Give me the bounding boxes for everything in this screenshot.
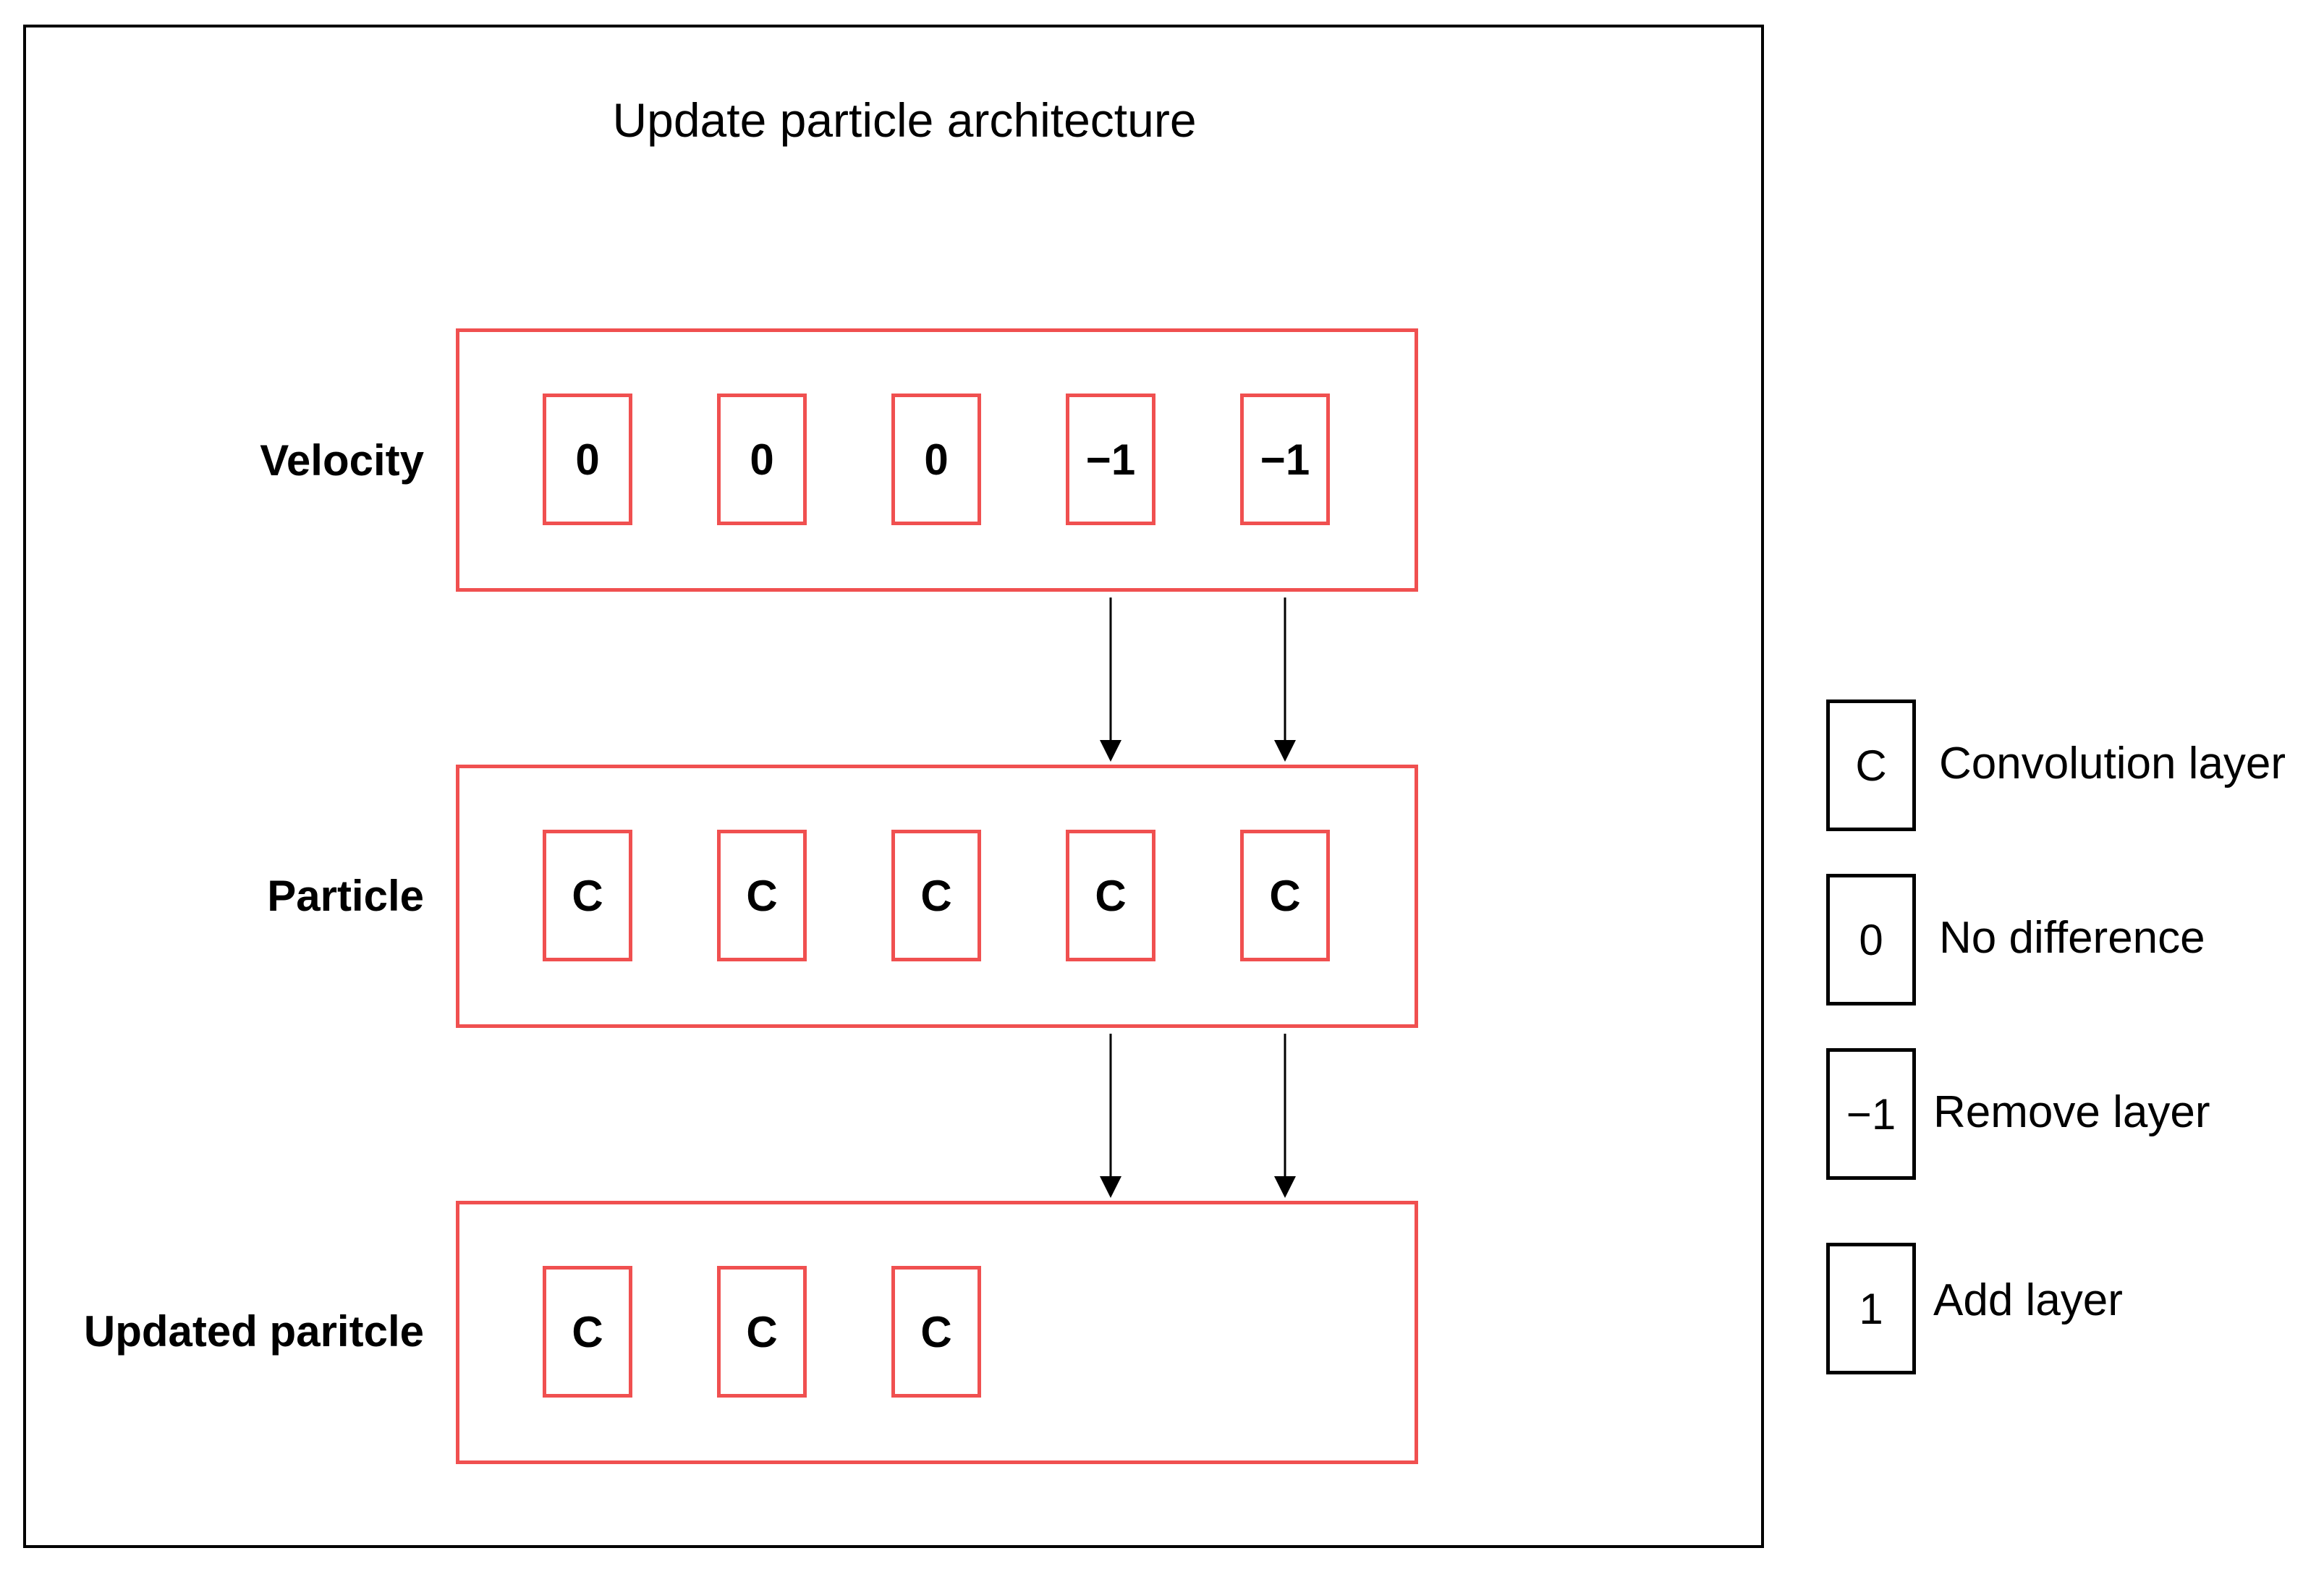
updated-particle-group: [456, 1201, 1418, 1464]
legend-symbol-remove-layer: −1: [1826, 1048, 1916, 1180]
particle-cell: C: [1066, 830, 1155, 961]
velocity-cell: 0: [543, 394, 632, 525]
updated-particle-cell: C: [891, 1266, 981, 1398]
particle-cell: C: [1240, 830, 1330, 961]
legend-symbol-convolution: C: [1826, 700, 1916, 831]
particle-cell: C: [891, 830, 981, 961]
updated-particle-cell: C: [717, 1266, 807, 1398]
diagram-frame: [23, 25, 1764, 1548]
legend-symbol-add-layer: 1: [1826, 1243, 1916, 1374]
legend-text-convolution: Convolution layer: [1939, 739, 2286, 788]
velocity-cell: −1: [1240, 394, 1330, 525]
legend-text-add-layer: Add layer: [1933, 1275, 2123, 1325]
particle-cell: C: [717, 830, 807, 961]
row-label-updated-particle: Updated paritcle: [83, 1307, 424, 1356]
diagram-title: Update particle architecture: [612, 93, 1197, 147]
legend-symbol-no-difference: 0: [1826, 874, 1916, 1005]
legend-text-remove-layer: Remove layer: [1933, 1087, 2210, 1137]
row-label-particle: Particle: [267, 872, 424, 920]
particle-group: [456, 765, 1418, 1028]
particle-cell: C: [543, 830, 632, 961]
velocity-cell: 0: [717, 394, 807, 525]
velocity-group: [456, 328, 1418, 592]
legend-text-no-difference: No difference: [1939, 913, 2205, 963]
row-label-velocity: Velocity: [260, 436, 424, 485]
updated-particle-cell: C: [543, 1266, 632, 1398]
velocity-cell: −1: [1066, 394, 1155, 525]
velocity-cell: 0: [891, 394, 981, 525]
